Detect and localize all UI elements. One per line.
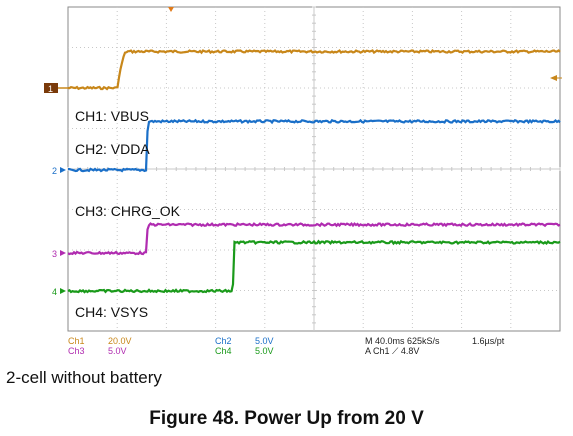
ch3-label: CH3: CHRG_OK (75, 203, 181, 219)
timebase-readout: M 40.0ms 625kS/s (365, 336, 440, 346)
trigger-position-icon (168, 7, 174, 12)
trigger-level-icon (550, 75, 557, 81)
ch2-label: CH2: VDDA (75, 141, 150, 157)
series-ch3-trace (67, 221, 561, 256)
ch4-marker-number: 4 (52, 287, 57, 297)
ch1-setting-name: Ch1 (68, 336, 85, 346)
ch4-setting-name: Ch4 (215, 346, 232, 356)
ch1-marker-number: 1 (48, 84, 53, 94)
ch3-setting-name: Ch3 (68, 346, 85, 356)
ch1-marker-box (44, 83, 58, 93)
figure-caption: Figure 48. Power Up from 20 V (149, 408, 424, 429)
ch2-setting-name: Ch2 (215, 336, 232, 346)
ch1-label: CH1: VBUS (75, 108, 149, 124)
series-ch2-trace (68, 118, 561, 173)
ch2-setting-scale: 5.0V (255, 336, 274, 346)
ch4-label: CH4: VSYS (75, 304, 149, 320)
series-ch4-trace (67, 239, 561, 294)
trigger-readout: A Ch1 ⟋ 4.8V (365, 346, 420, 356)
ch4-setting-scale: 5.0V (255, 346, 274, 356)
ch2-marker-number: 2 (52, 166, 57, 176)
series-ch1-trace (67, 49, 561, 91)
ch1-setting-scale: 20.0V (108, 336, 132, 346)
resolution-readout: 1.6µs/pt (472, 336, 505, 346)
ch3-marker-number: 3 (52, 249, 57, 259)
ch3-marker-arrow (60, 250, 66, 256)
oscilloscope-plot: 1 2 3 4 CH1: VBUS CH2: VDDA CH3: CHRG_OK CH… (44, 6, 562, 356)
ch3-setting-scale: 5.0V (108, 346, 127, 356)
ch2-marker-arrow (60, 167, 66, 173)
waveform-canvas: 1 2 3 4 (44, 6, 562, 332)
ch4-marker-arrow (60, 288, 66, 294)
figure-subtitle: 2-cell without battery (6, 368, 162, 387)
